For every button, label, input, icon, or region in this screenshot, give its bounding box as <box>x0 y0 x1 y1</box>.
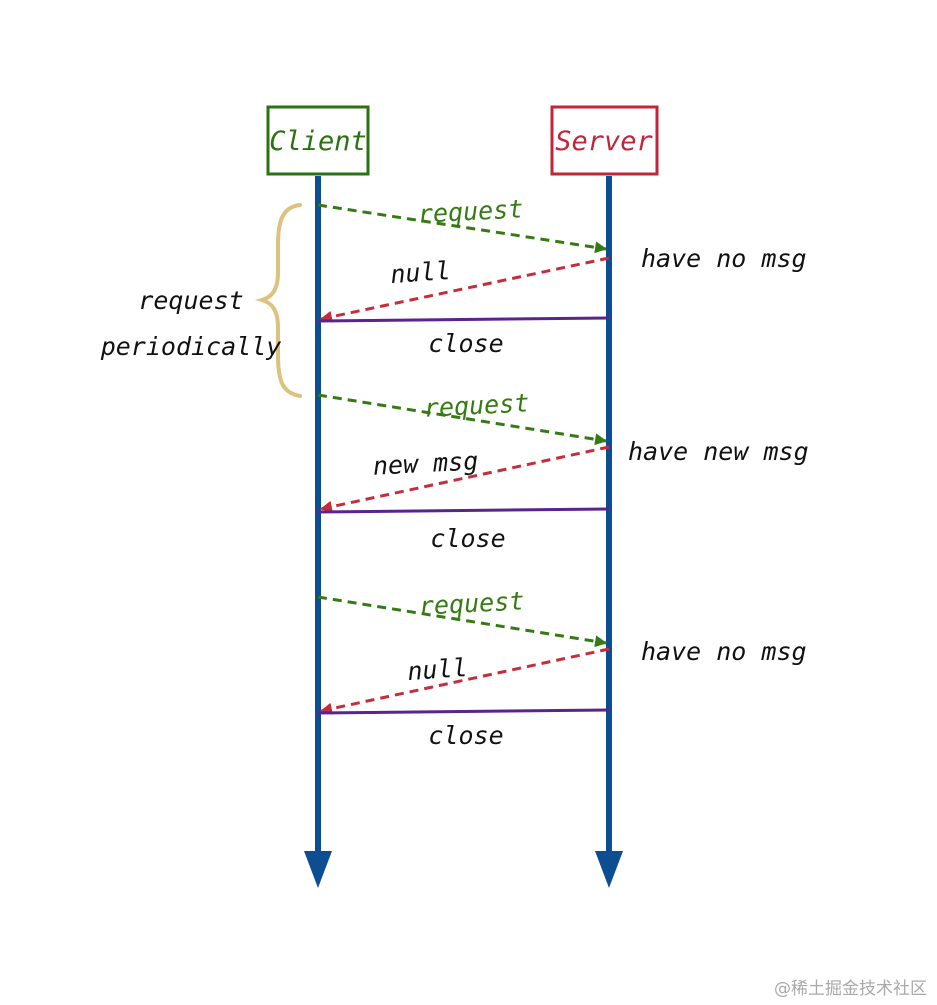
server-label: Server <box>555 126 653 157</box>
watermark: @稀土掘金技术社区 <box>774 979 927 999</box>
close-line <box>317 708 610 715</box>
brace-label-line-1: request <box>138 286 243 315</box>
response-label: null <box>389 256 451 289</box>
close-line <box>317 507 610 514</box>
round-3: request null have no msg close <box>317 586 807 750</box>
response-arrow <box>320 647 610 715</box>
response-label: new msg <box>372 446 479 480</box>
client-label: Client <box>269 126 367 157</box>
server-lifeline-arrowhead <box>595 851 623 888</box>
request-label: request <box>417 194 524 228</box>
close-label: close <box>428 329 503 358</box>
request-arrow <box>317 203 607 254</box>
request-arrow <box>317 393 607 446</box>
response-arrow <box>320 445 610 513</box>
client-box: Client <box>266 105 370 176</box>
close-label: close <box>430 524 505 553</box>
periodic-brace <box>255 203 302 398</box>
response-label: null <box>406 653 468 686</box>
request-label: request <box>423 388 530 422</box>
server-state-label: have no msg <box>641 637 807 666</box>
request-label: request <box>418 586 525 620</box>
server-state-label: have no msg <box>641 244 807 273</box>
round-2: request new msg have new msg close <box>317 388 809 553</box>
server-box: Server <box>550 105 659 176</box>
brace-label-line-2: periodically <box>100 332 282 361</box>
server-state-label: have new msg <box>628 437 809 466</box>
close-label: close <box>428 721 503 750</box>
response-arrow <box>320 256 610 323</box>
round-1: request null have no msg close <box>317 194 807 358</box>
close-line <box>317 316 610 323</box>
client-lifeline-arrowhead <box>304 851 332 888</box>
request-arrow <box>317 595 607 648</box>
